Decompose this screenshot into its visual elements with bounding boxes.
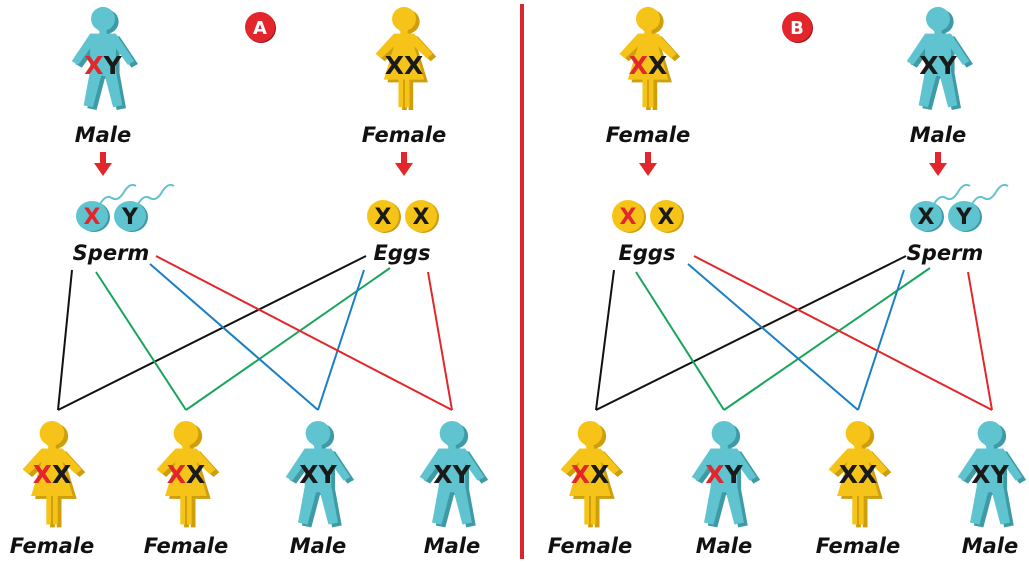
panel-a-parent-left-chromosomes: XY — [84, 51, 122, 80]
panel-a-cross-line-6 — [317, 269, 365, 411]
panel-a-cross-line-1 — [57, 269, 73, 411]
panel-b-gamete-right-sperm-chromosome-2: Y — [955, 205, 973, 230]
panel-a-gamete-left-sperm-chromosome-2: Y — [121, 205, 139, 230]
panel-b-offspring-4-male-figure — [957, 420, 1027, 528]
panel-b-cross-line-2 — [595, 255, 907, 411]
panel-a-gamete-left-label: Sperm — [73, 241, 150, 265]
panel-b-offspring-3-female-figure — [828, 420, 892, 528]
panel-b-cross-line-6 — [857, 269, 905, 411]
panel-a-cross-line-3 — [95, 271, 187, 411]
panel-b-gamete-left-egg-chromosome-1: X — [620, 205, 637, 230]
panel-a-gamete-right-egg-chromosome-1: X — [375, 205, 392, 230]
panel-b-gamete-left-egg-chromosome-2: X — [658, 205, 675, 230]
panel-b-gamete-right-sperm-chromosome-1: X — [918, 205, 935, 230]
panel-a-offspring-4-male-figure — [419, 420, 489, 528]
panel-a-gamete-right-egg-chromosome-2: X — [413, 205, 430, 230]
panel-b-offspring-3-chromosomes: XX — [839, 460, 878, 489]
panel-b-offspring-2-chromosomes: XY — [705, 460, 743, 489]
panel-a-cross-line-7 — [155, 255, 453, 411]
panel-b-offspring-1-label: Female — [548, 534, 632, 558]
svg-text:B: B — [790, 18, 804, 39]
panel-a-cross-line-5 — [149, 263, 319, 411]
panel-a-offspring-3-label: Male — [290, 534, 347, 558]
panel-b-parent-left-label: Female — [606, 123, 690, 147]
panel-a-offspring-1-female-figure — [22, 420, 86, 528]
panel-b-offspring-1-chromosomes: XX — [571, 460, 610, 489]
panel-a-cross-lines — [57, 255, 453, 411]
panel-a-gamete-left-sperm-chromosome-1: X — [84, 205, 101, 230]
panel-b-parent-left-chromosomes: XX — [629, 51, 668, 80]
panel-a-cross-line-4 — [185, 267, 391, 411]
panel-b-cross-line-5 — [687, 263, 859, 411]
panel-b-gamete-right-label: Sperm — [907, 241, 984, 265]
panel-a-offspring-1-label: Female — [10, 534, 94, 558]
panel-a-offspring-3-male-figure — [285, 420, 355, 528]
panel-b-cross-line-4 — [723, 267, 931, 411]
panel-b-offspring-3-label: Female — [816, 534, 900, 558]
panel-a-offspring-2-chromosomes: XX — [167, 460, 206, 489]
panel-b-cross-line-3 — [635, 271, 725, 411]
panel-b-parent-right-chromosomes: XY — [919, 51, 957, 80]
panel-b-cross-line-7 — [693, 255, 993, 411]
panel-a-offspring-1-chromosomes: XX — [33, 460, 72, 489]
panel-b-parent-left-arrow — [639, 152, 657, 176]
panel-a-badge: A — [245, 12, 276, 43]
panel-b-cross-lines — [595, 255, 993, 411]
panel-a-parent-right-label: Female — [362, 123, 446, 147]
panel-b-cross-line-8 — [967, 271, 993, 411]
panel-a-parent-left-male-figure — [71, 6, 138, 110]
panel-b-badge: B — [782, 12, 813, 43]
panel-a-offspring-4-label: Male — [424, 534, 481, 558]
svg-text:A: A — [253, 18, 267, 39]
panel-b-offspring-2-label: Male — [696, 534, 753, 558]
panel-b-gamete-left-label: Eggs — [619, 241, 676, 265]
panel-b-parent-right-male-figure — [906, 6, 973, 110]
panel-a-parent-left-label: Male — [75, 123, 132, 147]
panel-a-offspring-4-chromosomes: XY — [433, 460, 471, 489]
panel-a-parent-right-female-figure — [375, 6, 437, 110]
panel-a-parent-right-arrow — [395, 152, 413, 176]
panel-a-offspring-2-female-figure — [156, 420, 220, 528]
panel-b-parent-right-label: Male — [910, 123, 967, 147]
panel-a-parent-right-chromosomes: XX — [385, 51, 424, 80]
panel-b-cross-line-1 — [595, 269, 615, 411]
panel-b-parent-right-arrow — [929, 152, 947, 176]
panel-a-offspring-2-label: Female — [144, 534, 228, 558]
panel-b-offspring-1-female-figure — [560, 420, 624, 528]
panel-b-offspring-2-male-figure — [691, 420, 761, 528]
panel-a-cross-line-2 — [57, 255, 367, 411]
panel-b-offspring-4-chromosomes: XY — [971, 460, 1009, 489]
panel-b-offspring-4-label: Male — [962, 534, 1019, 558]
panel-b-parent-left-female-figure — [619, 6, 681, 110]
panel-a-offspring-3-chromosomes: XY — [299, 460, 337, 489]
panel-a-cross-line-8 — [427, 271, 453, 411]
panel-a-gamete-right-label: Eggs — [374, 241, 431, 265]
panel-a-parent-left-arrow — [94, 152, 112, 176]
